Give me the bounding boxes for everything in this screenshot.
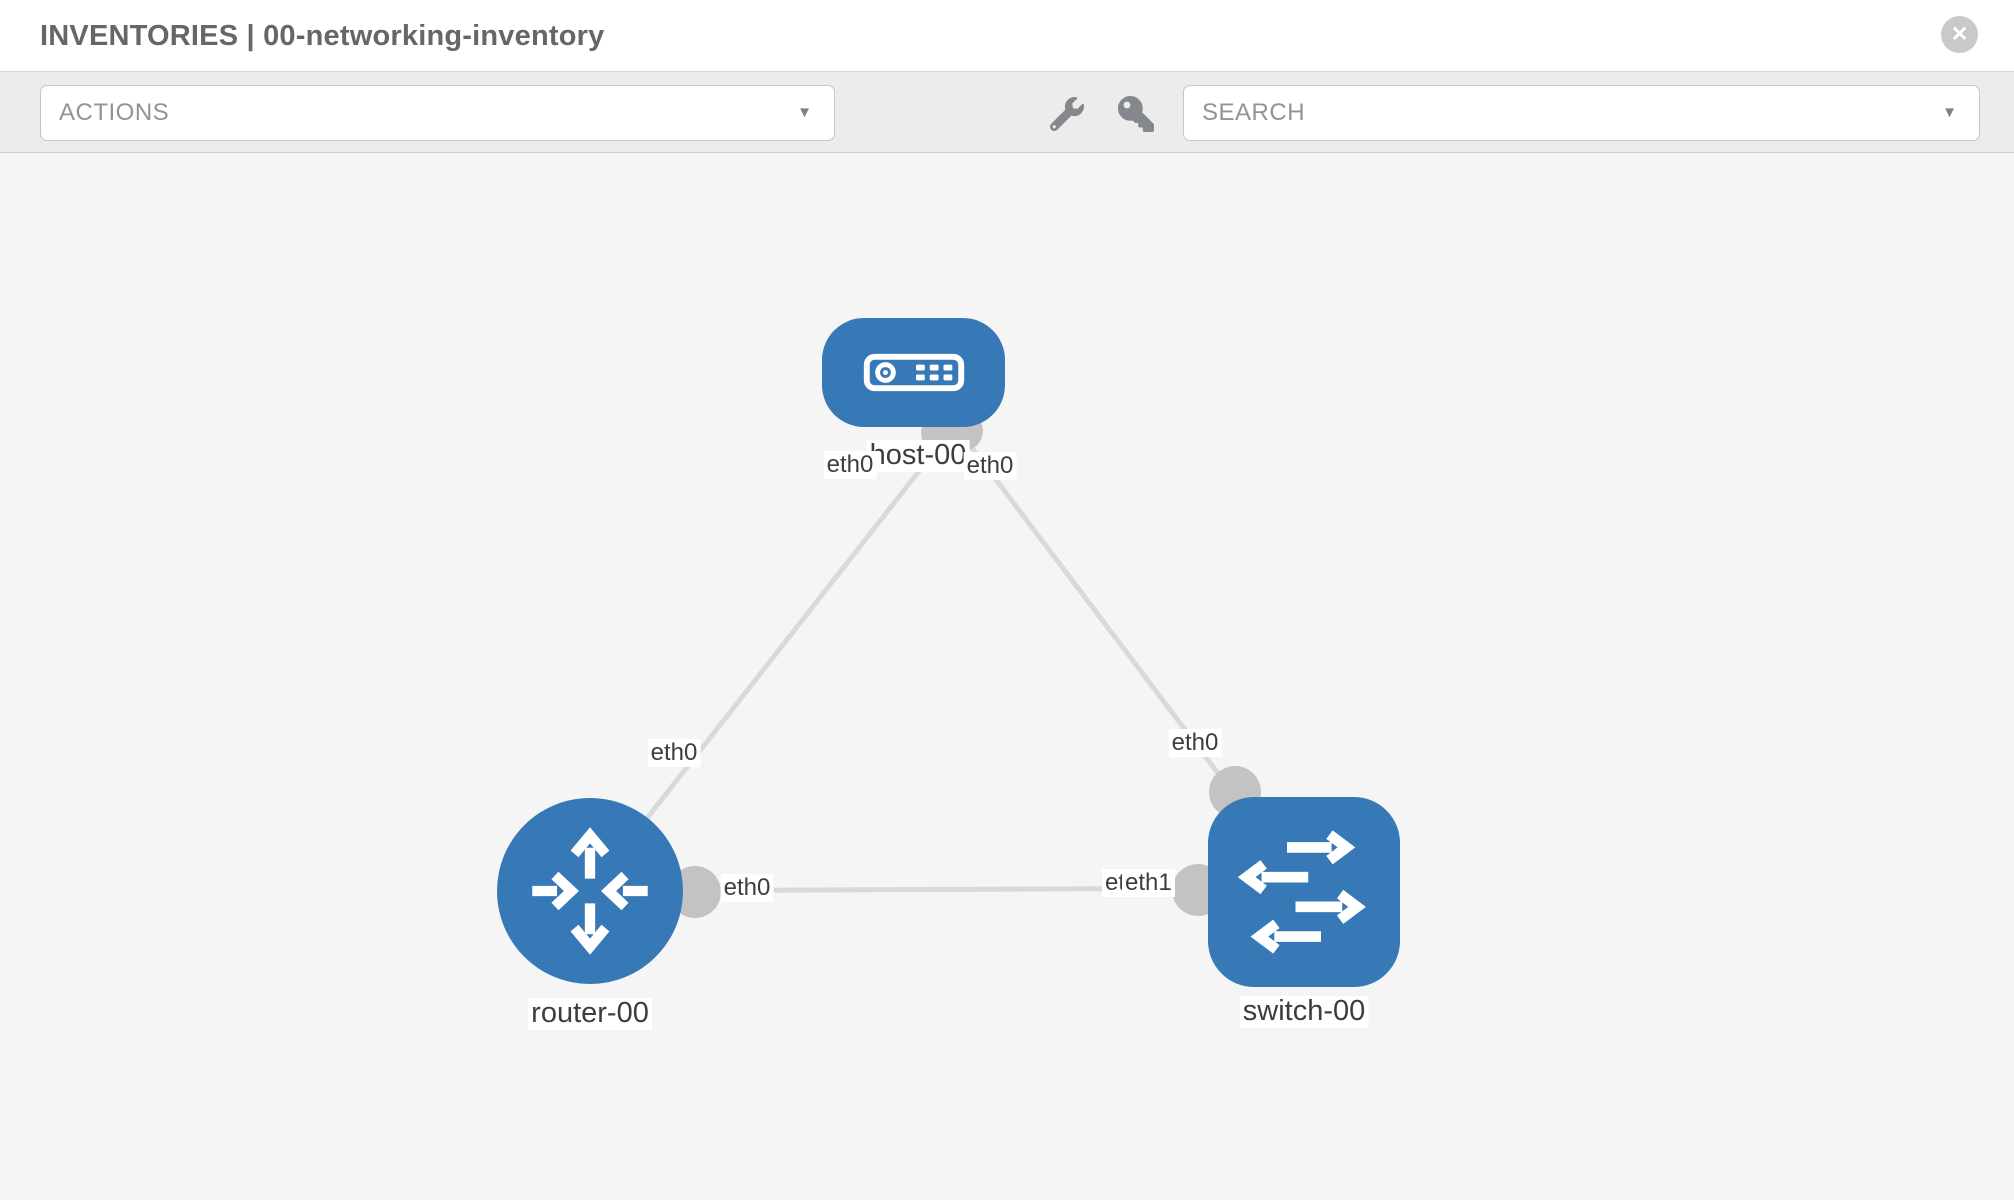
port-label-host-eth0-right: eth0 xyxy=(963,452,1017,480)
close-button[interactable]: ✕ xyxy=(1941,16,1978,53)
close-icon: ✕ xyxy=(1950,23,1969,46)
page-title: INVENTORIES | 00-networking-inventory xyxy=(40,20,605,52)
search-dropdown[interactable]: SEARCH ▼ xyxy=(1183,85,1980,141)
node-label-switch: switch-00 xyxy=(1239,995,1369,1028)
key-icon xyxy=(1118,96,1154,132)
toolbar: ACTIONS ▼ SEARCH ▼ xyxy=(0,72,2014,153)
credentials-button[interactable] xyxy=(1112,90,1160,138)
links-layer xyxy=(588,411,1306,918)
chevron-down-icon: ▼ xyxy=(1942,104,1957,121)
page-header: INVENTORIES | 00-networking-inventory ✕ xyxy=(0,0,2014,72)
chevron-down-icon: ▼ xyxy=(797,104,812,121)
node-label-host: host-00 xyxy=(866,439,970,472)
node-host-00[interactable] xyxy=(822,318,1005,427)
actions-dropdown[interactable]: ACTIONS ▼ xyxy=(40,85,835,141)
port-label-switch-eth0-top: eth0 xyxy=(1168,729,1222,757)
configure-button[interactable] xyxy=(1043,90,1091,138)
router-icon xyxy=(532,827,648,955)
port-label-switch-eth1: eth1 xyxy=(1122,869,1175,897)
port-label-host-eth0-left: eth0 xyxy=(823,451,877,479)
switch-icon xyxy=(1237,830,1366,954)
port-label-router-eth0-top: eth0 xyxy=(647,739,701,767)
link-host-router[interactable] xyxy=(588,436,947,893)
node-label-router: router-00 xyxy=(528,997,652,1030)
wrench-icon xyxy=(1050,97,1084,131)
search-dropdown-label: SEARCH xyxy=(1202,99,1306,126)
port-label-router-eth0-right: eth0 xyxy=(720,874,774,902)
node-switch-00[interactable] xyxy=(1208,797,1400,987)
node-router-00[interactable] xyxy=(497,798,683,984)
topology-canvas[interactable]: host-00 router-00 switch-00 eth0 eth0 et… xyxy=(0,153,2014,1200)
host-icon xyxy=(863,353,964,392)
actions-dropdown-label: ACTIONS xyxy=(59,99,170,126)
